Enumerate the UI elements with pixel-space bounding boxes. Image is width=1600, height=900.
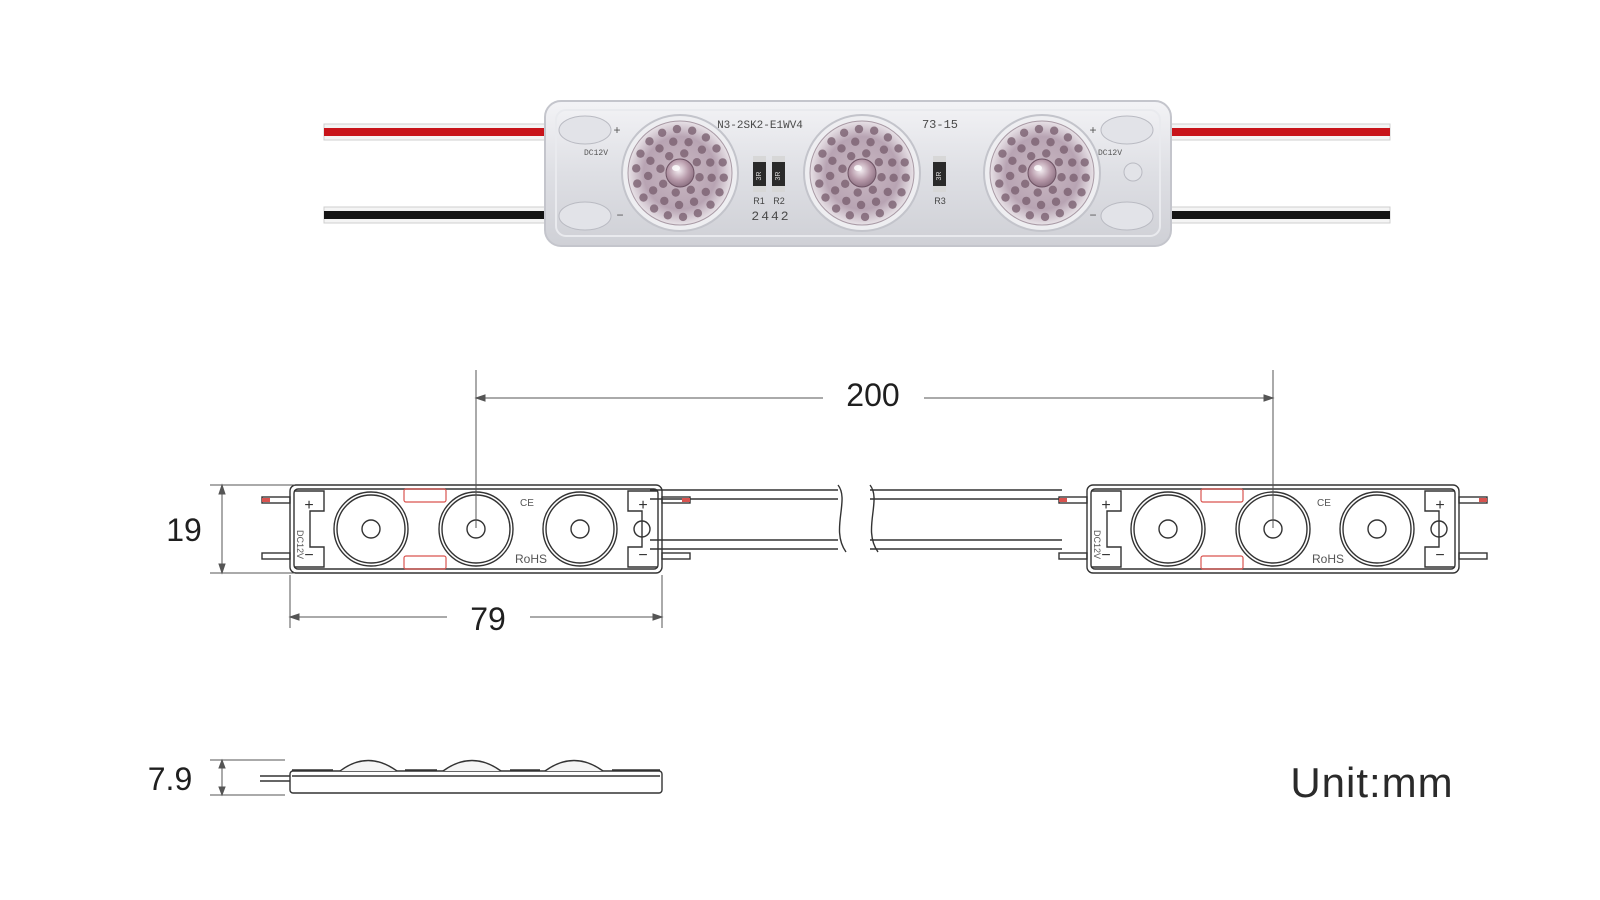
resistor-value-3: 3R xyxy=(936,172,943,181)
photo-plus-left: + xyxy=(613,123,620,137)
resistor-value-2: 3R xyxy=(775,172,782,181)
rohs-mark: RoHS xyxy=(515,552,547,566)
led-lens-outline-3 xyxy=(542,491,618,567)
dimension-width xyxy=(210,483,295,575)
dimension-length xyxy=(288,575,664,628)
led-lens-outline-3 xyxy=(1339,491,1415,567)
led-lens-photo-2 xyxy=(803,114,921,232)
module-photo: 3R 3R 3R R1 R2 R3 N3-2SK2-E1WV4 73-15 24… xyxy=(323,100,1391,247)
led-lens-photo-3 xyxy=(983,114,1101,232)
resistor-value-1: 3R xyxy=(756,172,763,181)
dc-label-right: DC12V xyxy=(1098,149,1122,158)
lenses-photo xyxy=(621,114,1101,232)
date-code: 2442 xyxy=(751,209,790,224)
ce-mark: CE xyxy=(1317,498,1331,509)
resistor-label-r1: R1 xyxy=(753,196,765,206)
polarity-plus-right: + xyxy=(638,497,647,514)
resistors-photo: 3R 3R 3R R1 R2 R3 xyxy=(753,156,946,206)
polarity-minus-left: − xyxy=(304,547,313,564)
dc-label-drawing: DC12V xyxy=(295,530,305,559)
resistor-label-r2: R2 xyxy=(773,196,785,206)
polarity-minus-right: − xyxy=(1435,547,1444,564)
module-drawing-right: + − + − CE RoHS DC12V xyxy=(1058,484,1488,574)
photo-minus-left: − xyxy=(616,208,623,222)
dimension-length-label: 79 xyxy=(470,601,506,637)
batch-code: 73-15 xyxy=(922,118,958,132)
dimension-height-label: 7.9 xyxy=(148,761,192,797)
part-code: N3-2SK2-E1WV4 xyxy=(717,120,803,132)
led-lens-outline-1 xyxy=(333,491,409,567)
unit-label: Unit:mm xyxy=(1290,759,1453,806)
photo-minus-right: − xyxy=(1089,208,1096,222)
polarity-plus-left: + xyxy=(304,497,313,514)
resistor-label-r3: R3 xyxy=(934,196,946,206)
photo-plus-right: + xyxy=(1089,123,1096,137)
top-view-drawing xyxy=(650,484,1062,553)
dc-label-left: DC12V xyxy=(584,149,608,158)
led-lens-outline-1 xyxy=(1130,491,1206,567)
left-wires xyxy=(323,123,555,224)
ce-mark: CE xyxy=(520,498,534,509)
polarity-plus-right: + xyxy=(1435,497,1444,514)
wire-terminals-photo xyxy=(558,115,1154,231)
dimension-pitch-label: 200 xyxy=(846,377,899,413)
rohs-mark: RoHS xyxy=(1312,552,1344,566)
dimension-pitch xyxy=(474,370,1275,528)
dimension-width-label: 19 xyxy=(166,512,202,548)
polarity-plus-left: + xyxy=(1101,497,1110,514)
led-lens-photo-1 xyxy=(621,114,739,232)
dc-label-drawing: DC12V xyxy=(1092,530,1102,559)
side-view-drawing xyxy=(260,759,663,794)
right-wires xyxy=(1159,123,1391,224)
polarity-minus-right: − xyxy=(638,547,647,564)
polarity-minus-left: − xyxy=(1101,547,1110,564)
dimension-height xyxy=(210,758,285,797)
